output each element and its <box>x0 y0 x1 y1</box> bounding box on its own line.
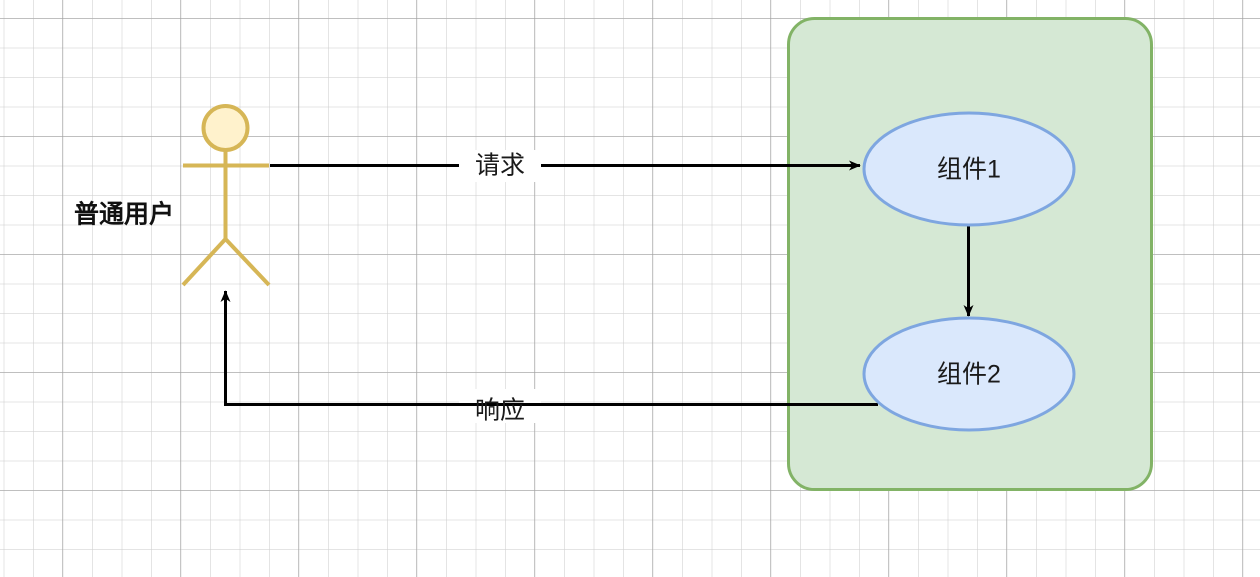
node-component-2-label: 组件2 <box>937 361 1001 389</box>
edge-request-label: 请求 <box>475 152 525 180</box>
edge-response[interactable]: 响应 <box>220 290 879 425</box>
edge-request-label-backdrop <box>459 150 541 182</box>
edge-response-label: 响应 <box>475 397 525 425</box>
actor-right-leg-line <box>224 237 271 287</box>
actor-head-icon <box>201 104 250 152</box>
node-component-2-ellipse[interactable] <box>862 316 1076 432</box>
edge-response-line[interactable] <box>220 290 879 406</box>
node-component-2[interactable]: 组件2 <box>862 316 1076 432</box>
actor-left-leg-line <box>181 237 227 287</box>
node-component-1-ellipse[interactable] <box>862 111 1076 227</box>
edge-request[interactable]: 请求 <box>270 150 861 182</box>
actor-normal-user[interactable]: 普通用户 <box>74 104 271 287</box>
node-component-1[interactable]: 组件1 <box>862 111 1076 227</box>
node-component-1-label: 组件1 <box>937 156 1001 184</box>
actor-label: 普通用户 <box>74 200 174 229</box>
